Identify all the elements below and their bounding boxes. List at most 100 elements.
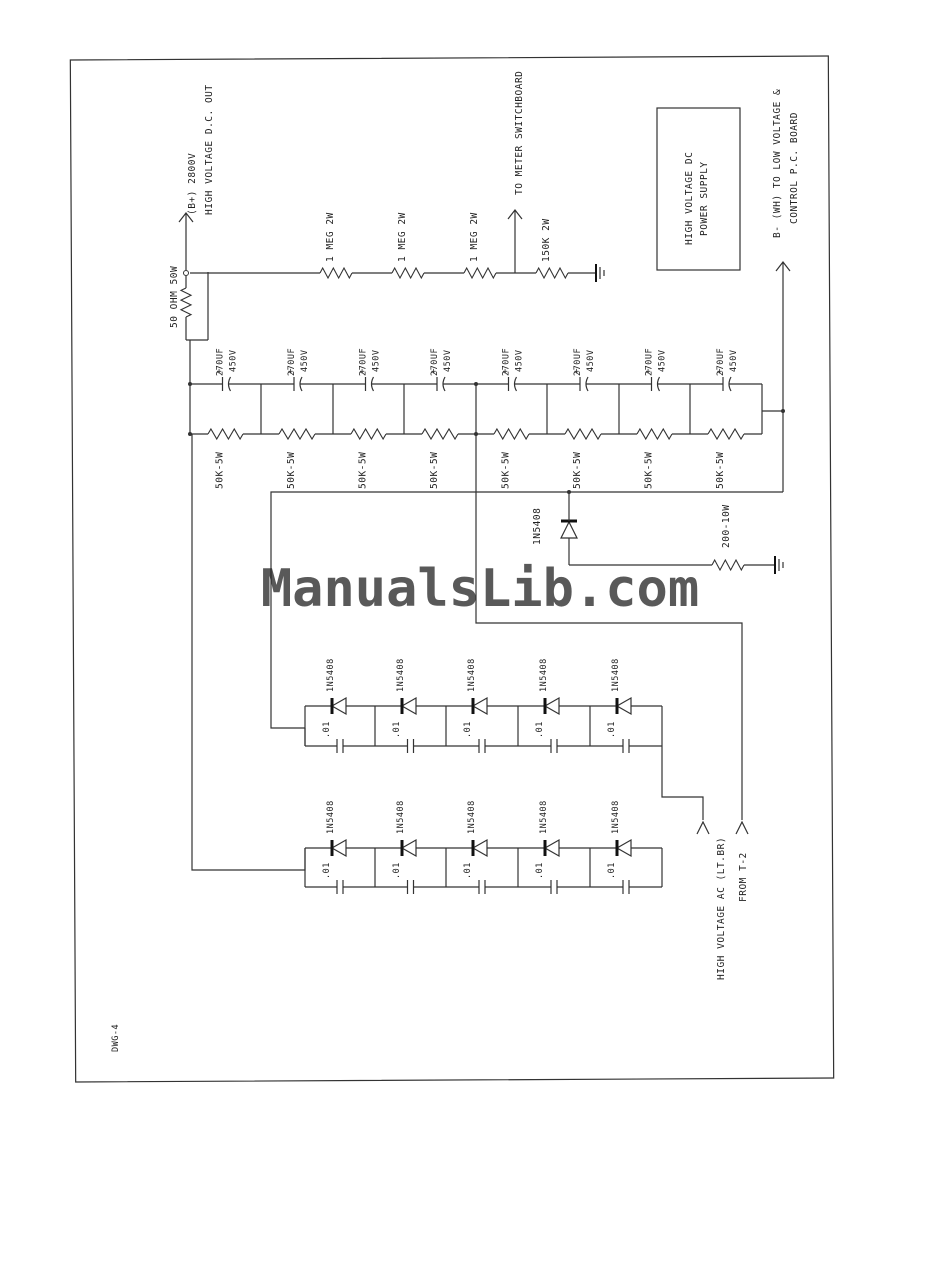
- upper-stack-cap-label-4: .01: [535, 721, 545, 738]
- cap-voltage-label-2: 450V: [300, 350, 310, 372]
- upper-stack-cap-label-1: .01: [322, 721, 332, 738]
- divider-resistor-2: [391, 266, 425, 280]
- ac-input-terminal: [696, 820, 710, 835]
- upper-stack-diode-label-5: 1N5408: [611, 658, 621, 692]
- lower-stack-diode-label-2: 1N5408: [396, 800, 406, 834]
- upper-stack-diode-1: [330, 696, 347, 716]
- cap-plus-6: +: [574, 367, 580, 377]
- cap-value-label-8: 270UF: [716, 348, 726, 376]
- upper-stack-cap-label-5: .01: [607, 721, 617, 738]
- lower-stack-cap-label-1: .01: [322, 862, 332, 879]
- lower-stack-diode-label-5: 1N5408: [611, 800, 621, 834]
- surge-resistor-label: 50 OHM 50W: [169, 266, 180, 328]
- ground-resistor: [711, 558, 745, 572]
- cap-voltage-label-3: 450V: [372, 350, 382, 372]
- bminus-label-1: B- (WH) TO LOW VOLTAGE &: [772, 89, 783, 238]
- filter-capacitor-5-curve: [513, 376, 518, 392]
- cap-value-label-5: 270UF: [502, 348, 512, 376]
- cap-value-label-4: 270UF: [430, 348, 440, 376]
- upper-stack-diode-label-4: 1N5408: [539, 658, 549, 692]
- filter-capacitor-4-curve: [442, 376, 446, 392]
- divider-resistor-4: [535, 266, 569, 280]
- cap-voltage-label-6: 450V: [586, 350, 596, 372]
- cap-voltage-label-8: 450V: [729, 350, 739, 372]
- hv-output-label-2: HIGH VOLTAGE D.C. OUT: [204, 84, 215, 215]
- ground-diode: [560, 520, 578, 539]
- cap-plus-1: +: [217, 367, 223, 377]
- lower-stack-cap-label-5: .01: [607, 862, 617, 879]
- cap-plus-3: +: [360, 367, 366, 377]
- bleeder-label-7: 50K-5W: [644, 452, 655, 489]
- lower-stack-diode-2: [400, 838, 417, 858]
- upper-stack-diode-2: [400, 696, 417, 716]
- bleeder-resistor-2: [278, 427, 316, 441]
- bleeder-resistor-1: [207, 427, 244, 441]
- bleeder-label-3: 50K-5W: [358, 452, 369, 489]
- lower-stack-diode-4: [543, 838, 560, 858]
- lower-stack-diode-label-3: 1N5408: [467, 800, 477, 834]
- divider-label-1: 1 MEG 2W: [325, 212, 336, 262]
- bleeder-resistor-7: [636, 427, 673, 441]
- center-tap-wire: [475, 434, 743, 820]
- bleeder-label-1: 50K-5W: [215, 452, 226, 489]
- meter-output-label: TO METER SWITCHBOARD: [514, 71, 525, 195]
- surge-resistor: [179, 287, 193, 318]
- filter-capacitor-3-curve: [370, 376, 375, 392]
- cap-value-label-7: 270UF: [645, 348, 655, 376]
- filter-capacitor-7-curve: [656, 376, 661, 392]
- filter-capacitor-1-curve: [227, 376, 232, 392]
- title-line-1: HIGH VOLTAGE DC: [684, 152, 695, 245]
- bleeder-resistor-6: [564, 427, 602, 441]
- divider-label-4: 150K 2W: [541, 218, 552, 262]
- bleeder-label-8: 50K-5W: [715, 452, 726, 489]
- upper-stack-diode-4: [543, 696, 560, 716]
- ac-input-wire: [661, 746, 704, 820]
- upper-stack-diode-5: [615, 696, 632, 716]
- watermark-text: ManualsLib.com: [261, 559, 699, 619]
- divider-resistor-3: [463, 266, 497, 280]
- lower-stack-diode-3: [471, 838, 488, 858]
- cap-value-label-2: 270UF: [287, 348, 297, 376]
- title-box: [656, 107, 741, 271]
- cap-plus-8: +: [717, 367, 723, 377]
- junction-dot: [567, 490, 571, 494]
- cap-plus-4: +: [431, 367, 437, 377]
- drawing-id-label: DWG-4: [111, 1024, 121, 1052]
- divider-label-3: 1 MEG 2W: [469, 212, 480, 262]
- bleeder-label-6: 50K-5W: [572, 452, 583, 489]
- lower-stack-diode-5: [615, 838, 632, 858]
- lower-stack-cap-label-4: .01: [535, 862, 545, 879]
- ground-diode-label: 1N5408: [532, 508, 543, 545]
- cap-voltage-label-7: 450V: [658, 350, 668, 372]
- divider-resistor-1: [319, 266, 353, 280]
- junction-dot: [188, 432, 192, 436]
- bleeder-resistor-4: [421, 427, 459, 441]
- cap-plus-7: +: [646, 367, 652, 377]
- bleeder-resistor-8: [707, 427, 745, 441]
- upper-stack-cap-label-2: .01: [392, 721, 402, 738]
- lower-stack-cap-label-2: .01: [392, 862, 402, 879]
- bminus-return-wire: [270, 491, 783, 729]
- lower-stack-cap-label-3: .01: [463, 862, 473, 879]
- cap-voltage-label-4: 450V: [443, 350, 453, 372]
- filter-capacitor-6-curve: [585, 376, 589, 392]
- cap-voltage-label-1: 450V: [229, 350, 239, 372]
- cap-voltage-label-5: 450V: [515, 350, 525, 372]
- upper-stack-diode-label-2: 1N5408: [396, 658, 406, 692]
- ac-input-label: HIGH VOLTAGE AC (LT.BR): [716, 837, 727, 980]
- bleeder-resistor-3: [350, 427, 387, 441]
- bleeder-label-2: 50K-5W: [286, 452, 297, 489]
- upper-stack-diode-label-3: 1N5408: [467, 658, 477, 692]
- cap-value-label-6: 270UF: [573, 348, 583, 376]
- bminus-label-2: CONTROL P.C. BOARD: [789, 112, 800, 224]
- filter-capacitor-2-curve: [299, 376, 303, 392]
- cap-value-label-1: 270UF: [216, 348, 226, 376]
- lower-stack-diode-label-1: 1N5408: [326, 800, 336, 834]
- filter-capacitor-8-curve: [728, 376, 732, 392]
- ground-resistor-label: 200-10W: [721, 504, 732, 548]
- from-t2-terminal: [735, 820, 749, 835]
- lower-stack-diode-1: [330, 838, 347, 858]
- cap-plus-2: +: [288, 367, 294, 377]
- lower-stack-diode-label-4: 1N5408: [539, 800, 549, 834]
